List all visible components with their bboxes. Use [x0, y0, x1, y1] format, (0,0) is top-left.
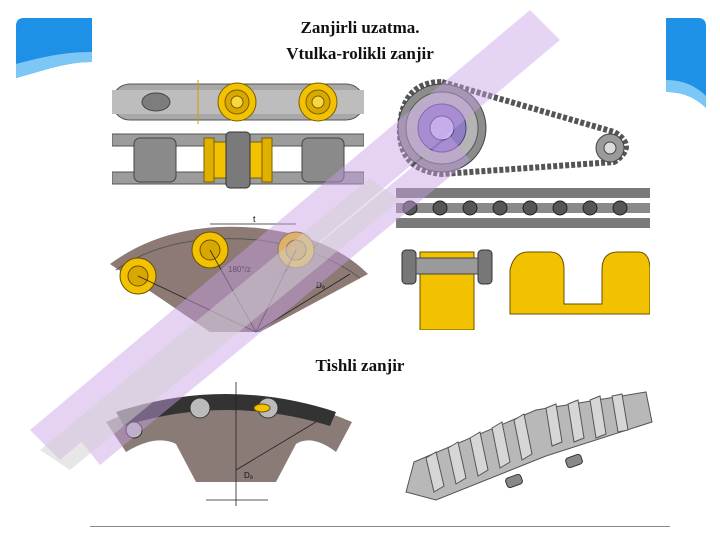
pitch-diameter-label: Dₐ [316, 281, 326, 290]
double-row-chain [396, 188, 650, 228]
roller-yellow [217, 82, 257, 122]
section-title: Tishli zanjir [315, 356, 405, 375]
slide-subtitle: Vtulka-rolikli zanjir [286, 44, 434, 63]
sprocket-pitch-diagram: t 180°/z Dₐ [110, 214, 368, 333]
roller-chain-diagram [112, 80, 364, 189]
angle-label: 180°/z [228, 265, 251, 274]
sprocket-drive-diagram [396, 78, 629, 178]
toothed-diameter-label: Dₐ [244, 471, 254, 480]
corner-tab-left [16, 18, 92, 78]
corner-tab-right [666, 18, 706, 108]
toothed-chain-sprocket: Dₐ [106, 382, 352, 506]
slide-title: Zanjirli uzatma. [300, 18, 420, 37]
pitch-label: t [253, 214, 256, 224]
footer-divider [90, 526, 670, 527]
tooth-profile-diagram [401, 249, 650, 330]
toothed-chain-links [405, 391, 653, 501]
